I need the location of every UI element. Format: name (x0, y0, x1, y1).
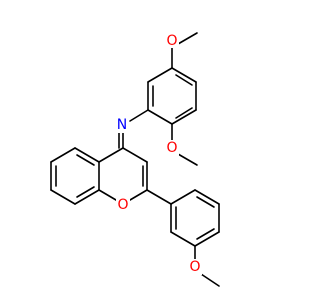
bond (170, 231, 196, 247)
bond (171, 67, 197, 83)
bond (74, 147, 100, 163)
atom-label: O (166, 140, 177, 156)
bond (177, 153, 198, 166)
atom-label: N (117, 117, 127, 133)
bond (74, 189, 100, 205)
bond (147, 109, 173, 125)
bond (76, 154, 95, 166)
bond (98, 189, 117, 201)
bond (196, 228, 215, 240)
atom-N-imine: N (114, 117, 128, 133)
atom-label: O (189, 259, 200, 275)
bond (196, 196, 215, 208)
bond (50, 189, 76, 205)
atom-label: O (117, 197, 128, 213)
bond (50, 147, 76, 163)
bond (177, 32, 198, 45)
bond (76, 186, 95, 198)
bond (171, 109, 197, 125)
bond (147, 67, 173, 83)
bond (194, 231, 220, 247)
atom-O-ring: O (116, 197, 130, 213)
bond (175, 107, 193, 119)
bond (146, 189, 172, 205)
bond (194, 189, 220, 205)
atom-O-bottom: O (188, 259, 202, 275)
bond (98, 147, 124, 163)
bond (170, 189, 196, 205)
bonds (50, 32, 220, 287)
bond (129, 189, 148, 201)
bond (200, 273, 220, 287)
bond (122, 147, 148, 163)
atom-labels: O O N O O (114, 32, 202, 275)
bond (129, 109, 149, 122)
bond (175, 74, 193, 86)
structure-canvas: O O N O O (50, 32, 220, 287)
atom-label: O (166, 33, 177, 49)
atom-O-top: O (165, 32, 179, 49)
atom-O-mid: O (165, 140, 179, 156)
molecule-drawing: O O N O O (50, 32, 220, 287)
